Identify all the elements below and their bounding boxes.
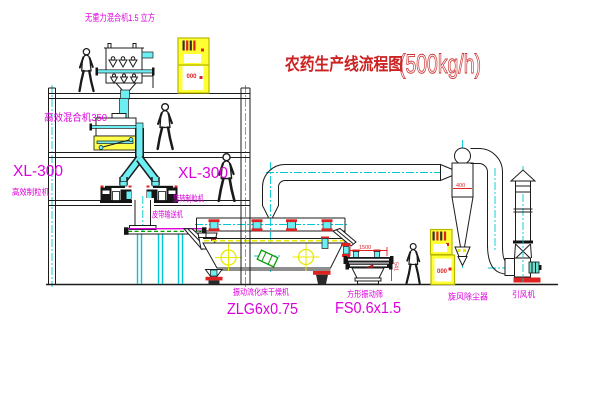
y-distribution-pipe — [119, 128, 160, 185]
mixer-discharge-pipe — [120, 89, 130, 100]
dim-screen-length: 1500 — [359, 245, 371, 251]
mixer-shaft — [96, 69, 154, 74]
label-dryer: 振动流化床干燥机 — [233, 287, 289, 297]
panel-right-stripes — [432, 231, 447, 241]
dryer-nozzles — [208, 219, 333, 232]
diagram-title: 农药生产线流程图 — [284, 54, 403, 74]
control-panel-top: 000 — [177, 37, 210, 94]
high-efficiency-mixer — [89, 98, 144, 151]
label-dryer-model: ZLG6x0.75 — [227, 301, 298, 318]
mixer-paddles — [108, 56, 139, 84]
diagram-title-capacity: (500kg/h) — [399, 49, 481, 79]
label-screen-model: FS0.6x1.5 — [335, 300, 401, 317]
vibrating-screen — [343, 247, 394, 285]
label-high-eff-mixer: 高效混合机350 — [44, 111, 107, 124]
panel-right-readout: 000 — [437, 269, 448, 275]
gravity-mixer — [95, 43, 155, 100]
label-granulator-left: 高效制粒机 — [12, 187, 49, 197]
label-granulator-right: 旋转制粒机 — [173, 194, 204, 204]
panel-top-stripes — [182, 40, 196, 51]
person-top-floor — [78, 47, 95, 93]
cyclone-separator — [451, 140, 474, 268]
exhaust-stack — [509, 166, 537, 282]
dryer-discharge-chute — [321, 227, 357, 257]
fan-base — [513, 277, 541, 283]
label-fan: 引风机 — [512, 290, 535, 300]
fluid-bed-dryer — [195, 217, 347, 285]
label-gravity-mixer: 无重力混合机1.5 立方 — [85, 12, 155, 24]
label-granulator-left-model: XL-300 — [13, 163, 63, 180]
person-ground — [405, 242, 421, 285]
panel-top-readout: 000 — [187, 74, 198, 80]
dim-cyclone: 400 — [456, 183, 465, 189]
person-second-floor — [156, 102, 174, 151]
label-screen: 方形振动筛 — [347, 289, 383, 299]
conveyor-legs — [136, 234, 184, 284]
control-panel-right: 000 — [429, 228, 456, 286]
duct-reducer — [440, 163, 453, 182]
label-granulator-right-model: XL-300 — [178, 165, 228, 182]
dim-screen-height: 541 — [393, 262, 399, 271]
fan-motor — [528, 261, 540, 274]
dryer-crosshair-right — [292, 243, 320, 271]
dryer-vibration-motor — [256, 249, 279, 268]
label-belt-conveyor: 皮带输送机 — [152, 210, 183, 220]
granulator-left — [99, 185, 135, 204]
column-over-dryer — [240, 207, 251, 284]
fan-suction-duct — [470, 148, 513, 275]
dryer-crosshair-left — [215, 244, 242, 271]
dryer-left-support — [205, 276, 223, 281]
floor-discharge-pipe — [129, 196, 157, 232]
label-cyclone: 旋风除尘器 — [448, 292, 488, 302]
stack-rain-cap — [509, 169, 537, 182]
dryer-right-support — [313, 271, 331, 275]
